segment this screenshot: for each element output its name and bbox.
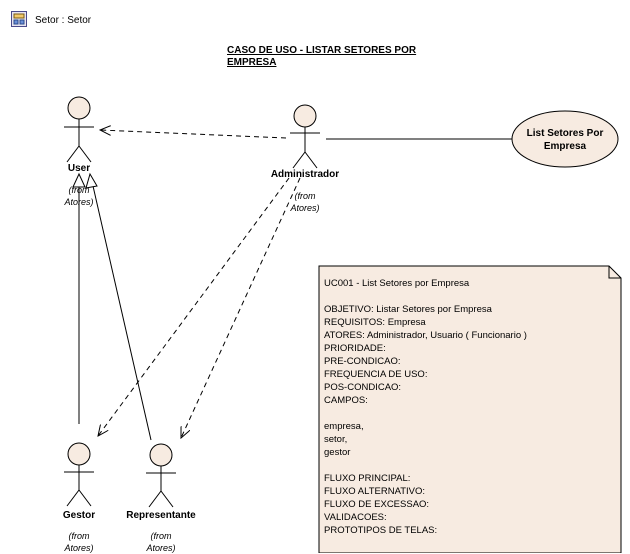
- actor-administrador-from-line1: (from: [294, 191, 316, 201]
- note-atores: ATORES: Administrador, Usuario ( Funcion…: [324, 330, 527, 341]
- note-pos-condicao: POS-CONDICAO:: [324, 382, 402, 393]
- note-requisitos: REQUISITOS: Empresa: [324, 317, 426, 328]
- note-fluxo-principal: FLUXO PRINCIPAL:: [324, 473, 411, 484]
- note-pre-condicao: PRE-CONDICAO:: [324, 356, 401, 367]
- actor-representante-from-line1: (from: [150, 531, 172, 541]
- note-campos: CAMPOS:: [324, 395, 368, 406]
- actor-gestor-from-line1: (from: [68, 531, 90, 541]
- note-frequencia: FREQUENCIA DE USO:: [324, 369, 428, 380]
- actor-gestor-figure[interactable]: [64, 442, 94, 507]
- diagram-title: CASO DE USO - LISTAR SETORES POR EMPRESA: [227, 45, 416, 69]
- note-objetivo: OBJETIVO: Listar Setores por Empresa: [324, 304, 492, 315]
- dependency-admin-representante[interactable]: [181, 177, 301, 438]
- actor-administrador-from-line2: Atores): [290, 203, 320, 213]
- actor-user-from-line1: (from: [68, 185, 90, 195]
- note-field: empresa,: [324, 421, 364, 432]
- note-spacer: [324, 459, 616, 472]
- note-field: gestor: [324, 447, 351, 458]
- note-fluxo-alternativo: FLUXO ALTERNATIVO:: [324, 486, 426, 497]
- dependency-admin-user[interactable]: [100, 130, 287, 139]
- note-title: UC001 - List Setores por Empresa: [324, 278, 470, 289]
- note-spacer: [324, 407, 616, 420]
- usecase-label: List Setores Por Empresa: [526, 128, 604, 152]
- generalization-representante-user[interactable]: [92, 185, 152, 441]
- dependency-admin-gestor[interactable]: [98, 177, 290, 436]
- actor-user-figure[interactable]: [64, 96, 94, 163]
- diagram-title-line1: CASO DE USO - LISTAR SETORES POR: [227, 45, 417, 56]
- diagram-title-line2: EMPRESA: [227, 57, 277, 68]
- generalization-head-representante: [85, 172, 98, 189]
- note-field: setor,: [324, 434, 348, 445]
- actor-representante-from-line2: Atores): [146, 543, 176, 553]
- actor-representante-figure[interactable]: [146, 443, 176, 508]
- actor-administrador-figure[interactable]: [290, 104, 320, 169]
- actor-gestor-from-line2: Atores): [64, 543, 94, 553]
- actor-administrador-from: (from Atores): [275, 190, 335, 214]
- package-diagram-icon: [11, 11, 27, 27]
- actor-representante-from: (from Atores): [131, 530, 191, 554]
- note-spacer: [324, 290, 616, 303]
- generalization-head-gestor: [72, 172, 86, 188]
- actor-user-from: (from Atores): [49, 184, 109, 208]
- note-validacoes: VALIDACOES:: [324, 512, 387, 523]
- actor-gestor-from: (from Atores): [49, 530, 109, 554]
- note-prototipos: PROTOTIPOS DE TELAS:: [324, 525, 438, 536]
- usecase-ellipse[interactable]: [511, 110, 619, 168]
- actor-administrador-name: Administrador: [270, 169, 340, 180]
- note-shape[interactable]: [318, 265, 622, 553]
- actor-gestor-name: Gestor: [62, 510, 96, 521]
- diagram-header-title: Setor : Setor: [35, 15, 92, 26]
- note-prioridade: PRIORIDADE:: [324, 343, 386, 354]
- note-text: UC001 - List Setores por Empresa OBJETIV…: [319, 266, 621, 550]
- actor-representante-name: Representante: [126, 510, 196, 521]
- note-fluxo-excessao: FLUXO DE EXCESSAO:: [324, 499, 430, 510]
- actor-user-from-line2: Atores): [64, 197, 94, 207]
- actor-user-name: User: [67, 163, 91, 174]
